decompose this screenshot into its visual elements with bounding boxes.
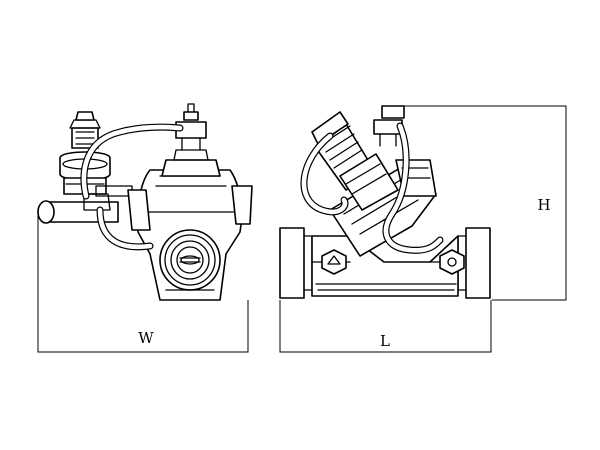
- width-label: W: [138, 329, 154, 347]
- front-tubing: [80, 123, 184, 251]
- height-label: H: [537, 196, 550, 214]
- side-tubing: [300, 122, 444, 254]
- side-pilot-solenoid: [311, 111, 399, 211]
- width-dimension-frame: [37, 215, 249, 353]
- front-top-fitting: [175, 103, 207, 151]
- front-view: [37, 103, 253, 353]
- side-valve-body: [311, 235, 465, 297]
- side-view: [279, 105, 567, 353]
- side-pipe-ends: [279, 227, 491, 299]
- height-dimension-frame: [402, 105, 567, 301]
- front-valve-body: [127, 149, 253, 301]
- length-dimension-frame: [279, 300, 492, 353]
- length-label: L: [380, 332, 390, 350]
- side-top-fitting: [373, 105, 405, 147]
